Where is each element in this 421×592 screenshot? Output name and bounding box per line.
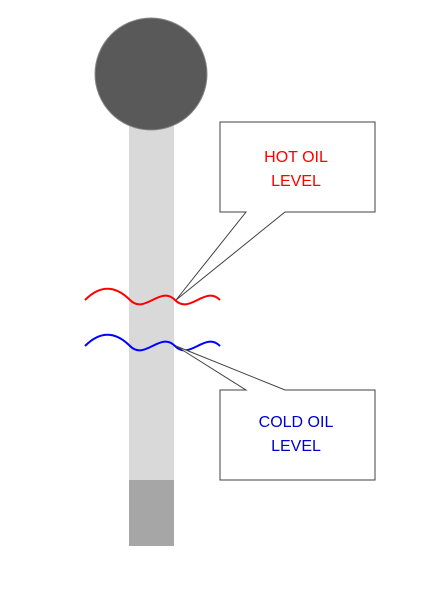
hot-oil-callout [175, 121, 376, 301]
dipstick-knob-icon [94, 17, 208, 131]
cold-oil-label-line1: COLD OIL [258, 414, 334, 431]
cold-oil-label: COLD OIL LEVEL [221, 411, 371, 459]
hot-oil-wave [84, 287, 221, 306]
dipstick-base [129, 480, 174, 546]
cold-oil-callout [175, 345, 376, 481]
dipstick-tube [129, 118, 174, 546]
hot-oil-label-line1: HOT OIL [264, 149, 328, 166]
cold-oil-label-line2: LEVEL [271, 438, 321, 455]
hot-oil-label: HOT OIL LEVEL [221, 146, 371, 194]
cold-oil-wave [84, 333, 221, 352]
hot-oil-label-line2: LEVEL [271, 173, 321, 190]
